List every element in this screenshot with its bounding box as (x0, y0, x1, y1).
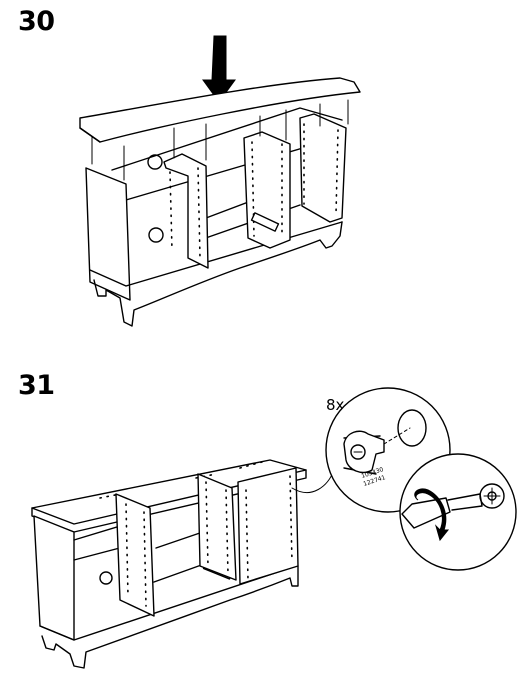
cabinet-right-side (237, 467, 299, 585)
quantity-label: 8x (326, 396, 345, 414)
top-panel (79, 77, 361, 143)
right-side-panel (299, 113, 347, 223)
step31-illustration (31, 459, 335, 669)
cam-lock-icon (343, 430, 385, 474)
screwdriver-detail (399, 453, 517, 571)
cabinet-divider-2 (197, 473, 237, 581)
step-number-31: 31 (18, 370, 55, 401)
cabinet-divider-1 (115, 493, 155, 617)
left-side-panel (85, 167, 131, 301)
step-number-30: 30 (18, 6, 55, 37)
down-arrow-icon (202, 35, 236, 103)
step30-illustration (79, 35, 361, 327)
divider-panel-2 (243, 131, 291, 249)
divider-panel-1 (163, 153, 209, 269)
cabinet-left-side (33, 515, 75, 641)
rotate-arrow-icon (414, 488, 450, 542)
